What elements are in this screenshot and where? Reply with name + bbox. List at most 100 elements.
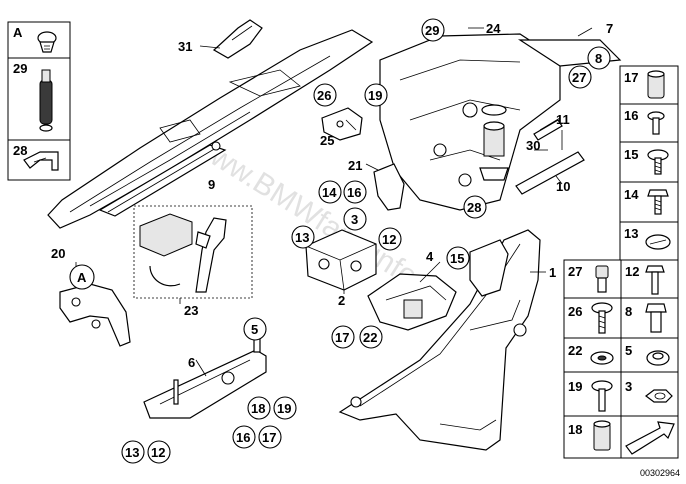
callout-13a[interactable]: 13 xyxy=(295,230,309,245)
grid-label-8: 8 xyxy=(625,304,632,319)
callout-circle-12a[interactable] xyxy=(378,227,402,251)
callout-15[interactable]: 15 xyxy=(450,251,464,266)
callout-circle-5[interactable] xyxy=(243,317,267,341)
callout-13b[interactable]: 13 xyxy=(125,445,139,460)
hydraulic-lines-group xyxy=(133,205,253,299)
right-label-13: 13 xyxy=(624,226,638,241)
grid-label-27: 27 xyxy=(568,264,582,279)
grid-cell-26[interactable] xyxy=(563,297,622,339)
bracket-clip-icon xyxy=(23,151,59,171)
right-cell-16[interactable] xyxy=(619,103,679,143)
grid-cell-27[interactable] xyxy=(563,259,622,299)
callout-circle-26[interactable] xyxy=(313,83,337,107)
callout-circle-14[interactable] xyxy=(318,180,342,204)
main-frame xyxy=(338,229,541,451)
right-label-14: 14 xyxy=(624,187,639,202)
diagram-number: 00302964 xyxy=(640,468,680,478)
callout-22[interactable]: 22 xyxy=(363,330,377,345)
leader-lines xyxy=(75,27,593,377)
callout-5[interactable]: 5 xyxy=(251,322,258,337)
callout-11[interactable]: 11 xyxy=(556,112,570,127)
callout-18[interactable]: 18 xyxy=(251,401,265,416)
callout-29[interactable]: 29 xyxy=(425,23,439,38)
callout-circle-17a[interactable] xyxy=(331,325,355,349)
callout-1[interactable]: 1 xyxy=(549,265,556,280)
callout-circle-3[interactable] xyxy=(343,207,367,231)
callout-24[interactable]: 24 xyxy=(486,21,501,36)
callout-21[interactable]: 21 xyxy=(348,158,362,173)
callout-circle-16a[interactable] xyxy=(343,180,367,204)
grid-label-18: 18 xyxy=(568,422,582,437)
callout-2[interactable]: 2 xyxy=(338,293,345,308)
callout-circle-22[interactable] xyxy=(359,325,383,349)
callout-14[interactable]: 14 xyxy=(322,185,337,200)
callout-31[interactable]: 31 xyxy=(178,39,192,54)
callout-27[interactable]: 27 xyxy=(572,70,586,85)
callout-19b[interactable]: 19 xyxy=(277,401,291,416)
cable-holder xyxy=(212,19,263,59)
main-mechanism-housing xyxy=(379,33,622,211)
callout-20[interactable]: 20 xyxy=(51,246,65,261)
hex-nut-flange-icon xyxy=(645,303,667,333)
pan-head-screw-icon xyxy=(591,302,613,334)
callout-circle-13b[interactable] xyxy=(121,440,145,464)
callout-circle-13a[interactable] xyxy=(291,225,315,249)
callout-12b[interactable]: 12 xyxy=(151,445,165,460)
grid-label-19: 19 xyxy=(568,379,582,394)
callout-7[interactable]: 7 xyxy=(606,21,613,36)
callout-circle-19b[interactable] xyxy=(273,396,297,420)
right-cell-14[interactable] xyxy=(619,181,679,223)
callout-12a[interactable]: 12 xyxy=(382,232,396,247)
callout-26[interactable]: 26 xyxy=(317,88,331,103)
grid-label-3: 3 xyxy=(625,379,632,394)
callout-circle-18[interactable] xyxy=(247,396,271,420)
left-parts-column: A 29 28 xyxy=(7,21,71,181)
callout-6[interactable]: 6 xyxy=(188,355,195,370)
callout-17b[interactable]: 17 xyxy=(262,430,276,445)
callout-3[interactable]: 3 xyxy=(351,212,358,227)
callout-16a[interactable]: 16 xyxy=(347,185,361,200)
cover-cap-icon xyxy=(645,234,671,250)
callout-circle-15[interactable] xyxy=(446,246,470,270)
guide-rail xyxy=(98,141,227,217)
callout-8[interactable]: 8 xyxy=(595,51,602,66)
callout-4[interactable]: 4 xyxy=(426,249,434,264)
callout-25[interactable]: 25 xyxy=(320,133,334,148)
callout-23[interactable]: 23 xyxy=(184,303,198,318)
grid-cell-19[interactable] xyxy=(563,371,622,417)
hex-screw-icon xyxy=(647,189,669,215)
callout-circle-28[interactable] xyxy=(463,195,487,219)
hinge-bracket xyxy=(321,107,363,141)
callout-circle-29[interactable] xyxy=(421,18,445,42)
callout-28[interactable]: 28 xyxy=(467,200,481,215)
grid-cell-18[interactable] xyxy=(563,415,622,459)
callout-10[interactable]: 10 xyxy=(556,179,570,194)
callout-circle-27[interactable] xyxy=(568,65,592,89)
callout-circle-16b[interactable] xyxy=(232,425,256,449)
callout-circle-a[interactable] xyxy=(69,264,95,290)
main-roof-arm xyxy=(47,29,374,229)
support-bracket xyxy=(59,283,131,347)
callout-19a[interactable]: 19 xyxy=(368,88,382,103)
left-label-a: A xyxy=(13,25,23,40)
callout-circle-8[interactable] xyxy=(587,46,611,70)
right-label-15: 15 xyxy=(624,147,638,162)
flat-screw-icon xyxy=(591,380,613,412)
direction-arrow-icon xyxy=(625,421,675,455)
callout-17a[interactable]: 17 xyxy=(335,330,349,345)
right-cell-15[interactable] xyxy=(619,141,679,183)
callout-16b[interactable]: 16 xyxy=(236,430,250,445)
callout-circle-12b[interactable] xyxy=(147,440,171,464)
callout-a[interactable]: A xyxy=(77,270,87,285)
callout-circle-19a[interactable] xyxy=(364,83,388,107)
hinge-assembly xyxy=(367,273,457,331)
callout-circle-17b[interactable] xyxy=(258,425,282,449)
callout-9[interactable]: 9 xyxy=(208,177,215,192)
washer-icon xyxy=(590,351,614,365)
grid-label-12: 12 xyxy=(625,264,639,279)
callout-30[interactable]: 30 xyxy=(526,138,540,153)
sleeve-nut-icon xyxy=(593,420,611,451)
grid-label-22: 22 xyxy=(568,343,582,358)
push-clip-icon xyxy=(37,31,57,53)
left-cell-29[interactable] xyxy=(7,57,71,141)
